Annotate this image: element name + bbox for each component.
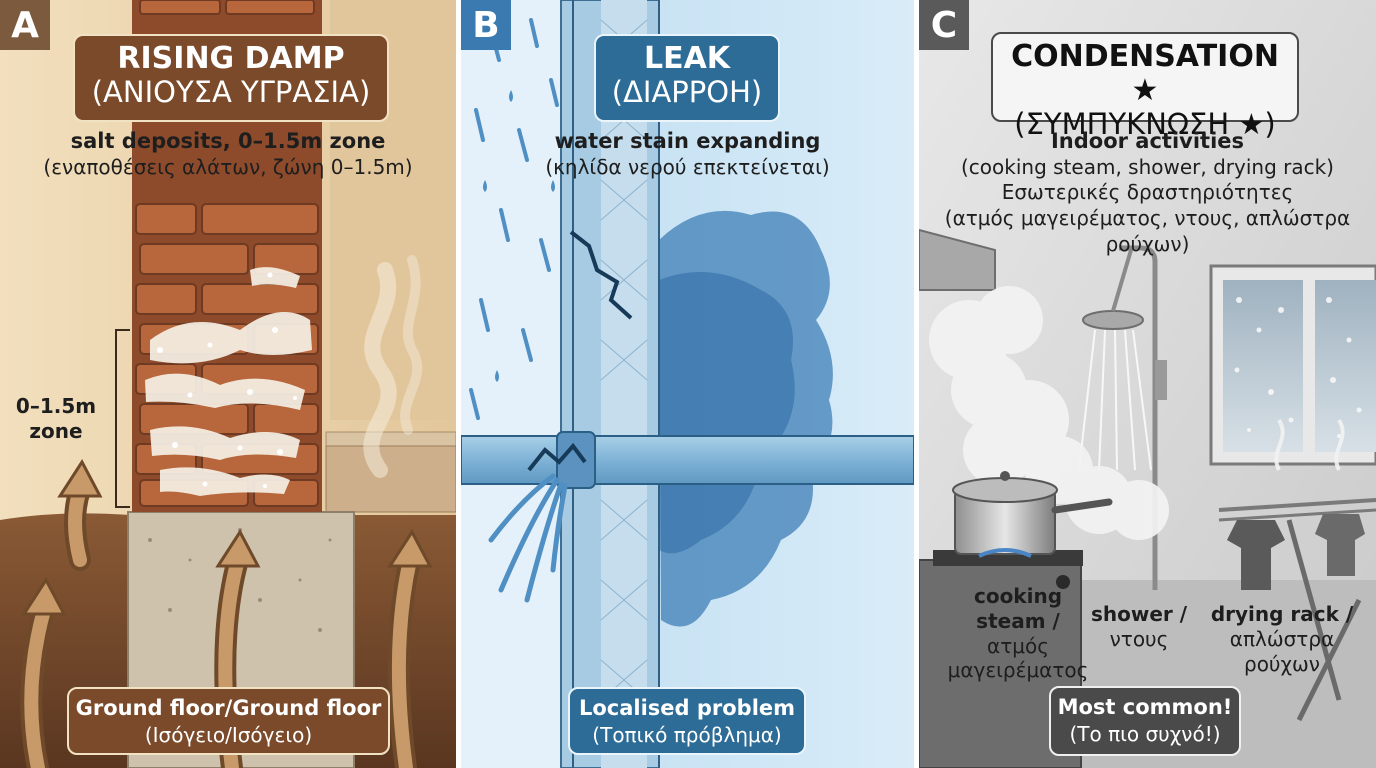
panel-leak: B LEAK (ΔΙΑΡΡΟΗ) water stain expanding (… bbox=[461, 0, 914, 768]
title-leak-gr: (ΔΙΑΡΡΟΗ) bbox=[611, 75, 763, 110]
subtitle-rising-damp: salt deposits, 0–1.5m zone (εναποθέσεις … bbox=[10, 128, 446, 180]
salt-deposits bbox=[145, 267, 312, 496]
pipe bbox=[461, 435, 914, 485]
title-rising-damp-gr: (ΑΝΙΟΥΣΑ ΥΓΡΑΣΙΑ) bbox=[91, 75, 371, 110]
zone-bracket bbox=[115, 329, 130, 508]
bottom-box-ground-floor: Ground floor/Ground floor (Ισόγειο/Ισόγε… bbox=[67, 687, 390, 755]
cooking-pot bbox=[952, 471, 1113, 558]
label-drying-rack: drying rack / απλώστρα ρούχων bbox=[1210, 602, 1354, 676]
window bbox=[1209, 264, 1376, 466]
zone-label: 0–1.5m zone bbox=[15, 394, 97, 443]
title-condensation-gr: (ΣΥΜΠΥΚΝΩΣΗ ★) bbox=[1014, 107, 1276, 142]
panel-rising-damp: A RISING DAMP (ΑΝΙΟΥΣΑ ΥΓΡΑΣΙΑ) salt dep… bbox=[0, 0, 456, 768]
bottom-box-localised: Localised problem (Τοπικό πρόβλημα) bbox=[568, 687, 806, 755]
title-condensation: CONDENSATION ★ bbox=[1011, 39, 1279, 109]
condensation-illustration bbox=[919, 0, 1376, 768]
panel-condensation: C CONDENSATION ★ (ΣΥΜΠΥΚΝΩΣΗ ★) Indoor a… bbox=[919, 0, 1376, 768]
label-shower: shower / ντους bbox=[1090, 602, 1188, 651]
bottom-box-most-common: Most common! (Το πιο συχνό!) bbox=[1049, 686, 1241, 756]
title-box-condensation: CONDENSATION ★ (ΣΥΜΠΥΚΝΩΣΗ ★) bbox=[991, 32, 1299, 141]
panel-letter-a: A bbox=[0, 0, 50, 50]
steam-clouds bbox=[929, 286, 1169, 540]
panel-letter-b: B bbox=[461, 0, 511, 50]
leak-illustration bbox=[461, 0, 914, 768]
water-spray bbox=[488, 473, 568, 603]
panel-letter-c: C bbox=[919, 0, 969, 50]
subtitle-condensation: Indoor activities (cooking steam, shower… bbox=[944, 129, 1351, 256]
title-rising-damp: RISING DAMP bbox=[117, 41, 345, 76]
subtitle-en: salt deposits, 0–1.5m zone bbox=[70, 129, 386, 153]
subtitle-leak: water stain expanding (κηλίδα νερού επεκ… bbox=[545, 129, 830, 179]
title-box-leak: LEAK (ΔΙΑΡΡΟΗ) bbox=[594, 34, 780, 122]
subtitle-gr: (εναποθέσεις αλάτων, ζώνη 0–1.5m) bbox=[43, 154, 413, 179]
wall-crack bbox=[569, 230, 633, 320]
title-leak: LEAK bbox=[643, 41, 731, 76]
title-box-rising-damp: RISING DAMP (ΑΝΙΟΥΣΑ ΥΓΡΑΣΙΑ) bbox=[73, 34, 389, 122]
label-cooking-steam: cooking steam / ατμός μαγειρέματος bbox=[947, 584, 1089, 683]
drying-rack bbox=[1218, 418, 1376, 722]
